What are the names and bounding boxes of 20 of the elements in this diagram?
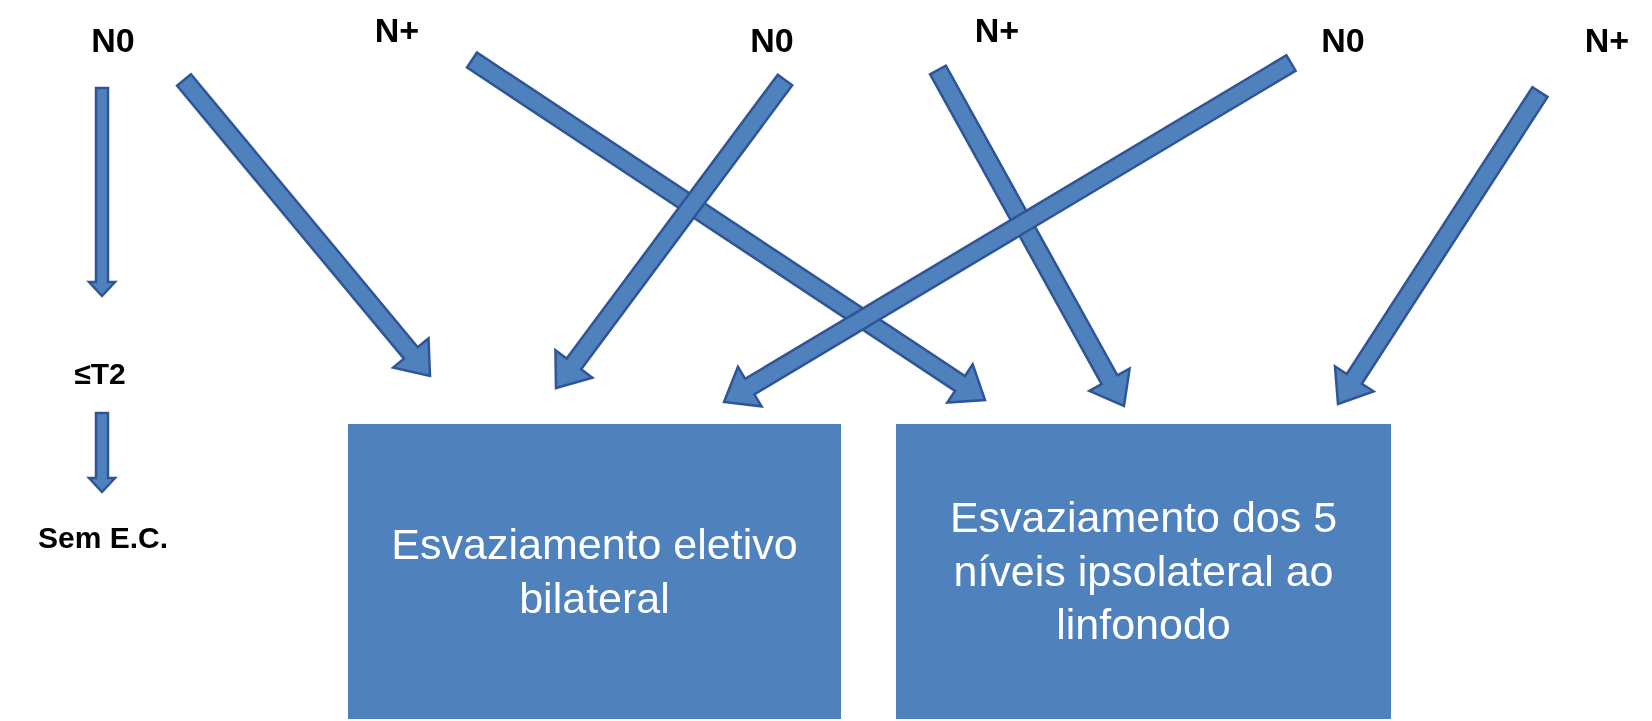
stage-label: N+ bbox=[974, 10, 1020, 50]
stage-label: N0 bbox=[750, 20, 794, 60]
process-box bbox=[896, 424, 1391, 719]
block-arrow bbox=[1333, 85, 1550, 406]
block-arrow bbox=[175, 72, 432, 378]
stage-label: Sem E.C. bbox=[37, 521, 169, 555]
block-arrow bbox=[86, 86, 118, 298]
stage-label: N0 bbox=[91, 20, 135, 60]
block-arrow bbox=[928, 63, 1132, 408]
stage-label: N0 bbox=[1321, 20, 1365, 60]
process-box bbox=[348, 424, 841, 719]
stage-label: N+ bbox=[374, 10, 420, 50]
block-arrow bbox=[86, 411, 118, 494]
box-text: Esvaziamento dos 5 níveis ipsolateral ao linfonodo bbox=[948, 491, 1339, 651]
block-arrow bbox=[554, 72, 794, 390]
stage-label: N+ bbox=[1584, 20, 1630, 60]
block-arrow bbox=[465, 50, 987, 405]
stage-label: ≤T2 bbox=[74, 357, 126, 391]
box-text: Esvaziamento eletivo bilateral bbox=[390, 518, 799, 624]
block-arrow bbox=[722, 53, 1298, 408]
